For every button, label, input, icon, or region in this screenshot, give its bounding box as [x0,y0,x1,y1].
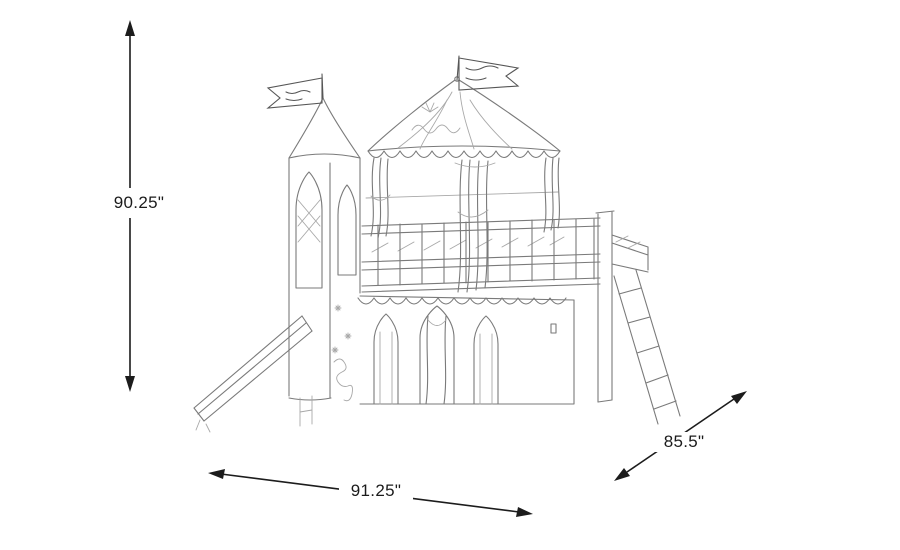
bed-rails [361,217,601,293]
tower [288,97,361,402]
ladder [613,269,681,425]
depth-dimension-label: 85.5" [653,432,715,452]
tent-canopy [367,76,561,159]
width-dimension-label: 91.25" [339,481,413,501]
tower-flag [266,73,324,109]
right-bedpost [595,210,649,403]
canopy-curtains [370,157,560,293]
slide [193,315,313,433]
lower-curtain-wall [357,295,575,405]
height-dimension-label: 90.25" [101,193,177,213]
height-dimension-arrow [125,20,135,392]
tent-flag [456,55,520,91]
